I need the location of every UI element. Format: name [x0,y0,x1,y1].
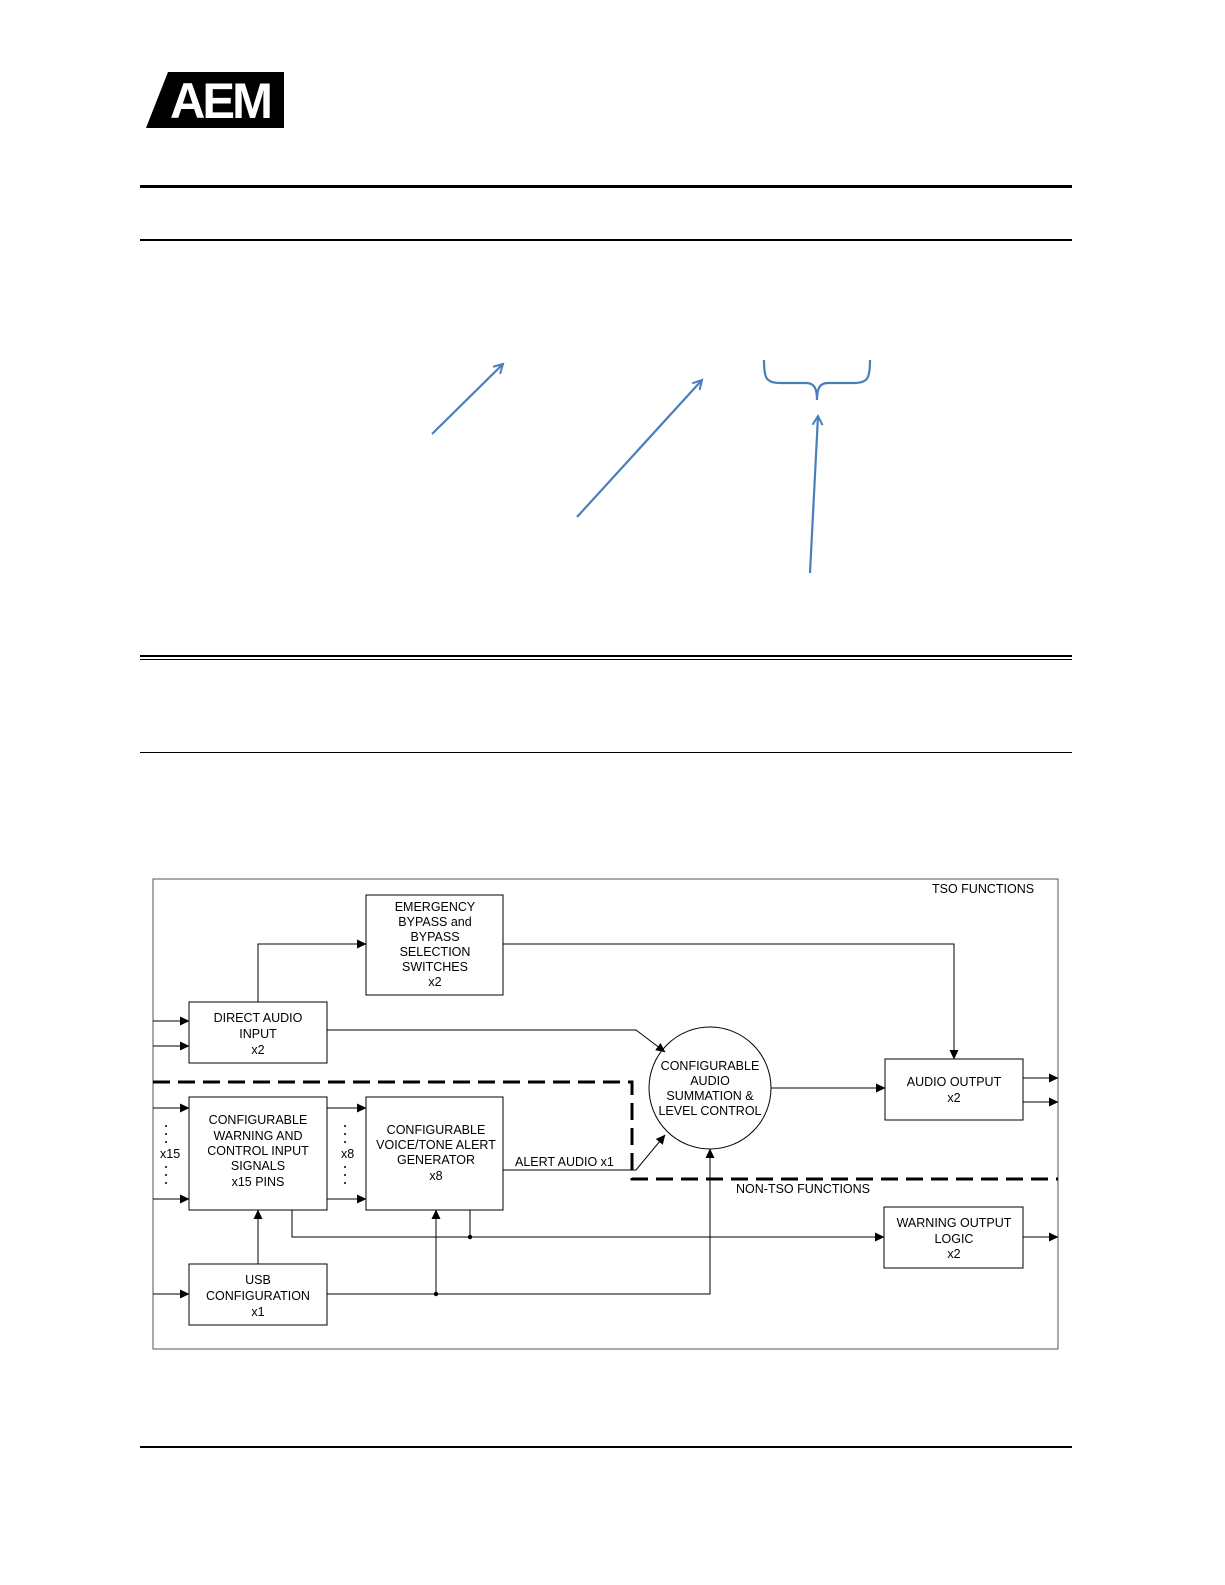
logo-text: AEM [170,73,270,129]
direct-audio-input-block: DIRECT AUDIO INPUT x2 [188,1001,328,1064]
warning-inputs-line-1: CONFIGURABLE [209,1113,308,1127]
voice-tone-alert-block: CONFIGURABLE VOICE/TONE ALERT GENERATOR … [365,1096,504,1211]
summation-line-1: CONFIGURABLE [661,1059,760,1073]
warning-output-logic-block: WARNING OUTPUT LOGIC x2 [883,1206,1024,1269]
voice-tone-line-1: CONFIGURABLE [387,1123,486,1137]
voice-tone-line-4: x8 [429,1169,442,1183]
warning-inputs-line-4: SIGNALS [231,1159,285,1173]
warning-inputs-line-2: WARNING AND [213,1129,302,1143]
emergency-bypass-line-6: x2 [428,975,441,989]
connector-lines [153,939,1059,1299]
usb-configuration-block: USB CONFIGURATION x1 [188,1263,328,1326]
aem-logo: AEM [146,72,284,129]
warning-output-line-1: WARNING OUTPUT [897,1216,1012,1230]
audio-output-line-1: AUDIO OUTPUT [907,1075,1002,1089]
footer-rule [140,1446,1072,1448]
direct-audio-line-3: x2 [251,1043,264,1057]
voice-tone-line-3: GENERATOR [397,1153,475,1167]
usb-config-line-2: CONFIGURATION [206,1289,310,1303]
direct-audio-line-2: INPUT [239,1027,277,1041]
warning-inputs-line-3: CONTROL INPUT [207,1144,309,1158]
audio-output-line-2: x2 [947,1091,960,1105]
tso-boundary [153,1080,1058,1181]
usb-config-line-3: x1 [251,1305,264,1319]
non-tso-functions-label: NON-TSO FUNCTIONS [736,1182,870,1196]
diagram-frame [152,878,1059,1350]
usb-config-line-1: USB [245,1273,271,1287]
warning-output-line-3: x2 [947,1247,960,1261]
emergency-bypass-line-3: BYPASS [410,930,459,944]
header-rule-top [140,185,1072,188]
direct-audio-line-1: DIRECT AUDIO [214,1011,303,1025]
section-rule-double-a [140,655,1072,657]
alerts-count-label: x8 [341,1147,354,1161]
summation-line-4: LEVEL CONTROL [658,1104,761,1118]
section-rule-lower [140,752,1072,753]
alert-audio-label: ALERT AUDIO x1 [515,1155,614,1169]
emergency-bypass-block: EMERGENCY BYPASS and BYPASS SELECTION SW… [365,894,504,996]
warning-control-inputs-block: CONFIGURABLE WARNING AND CONTROL INPUT S… [188,1096,328,1211]
emergency-bypass-line-5: SWITCHES [402,960,468,974]
emergency-bypass-line-1: EMERGENCY [395,900,476,914]
inputs-count-label: x15 [160,1147,180,1161]
warning-inputs-line-5: x15 PINS [232,1175,285,1189]
emergency-bypass-line-2: BYPASS and [398,915,471,929]
junction-dot-2 [467,1234,473,1240]
voice-tone-line-2: VOICE/TONE ALERT [376,1138,496,1152]
input-ellipsis-dots [165,1125,346,1184]
tso-functions-label: TSO FUNCTIONS [932,882,1034,896]
summation-line-2: AUDIO [690,1074,730,1088]
audio-output-block: AUDIO OUTPUT x2 [884,1058,1024,1121]
summation-line-3: SUMMATION & [666,1089,754,1103]
audio-summation-block: CONFIGURABLE AUDIO SUMMATION & LEVEL CON… [648,1026,772,1150]
emergency-bypass-line-4: SELECTION [400,945,471,959]
warning-output-line-2: LOGIC [935,1232,974,1246]
junction-dot-1 [433,1291,439,1297]
header-rule-bottom [140,239,1072,241]
section-rule-double-b [140,659,1072,660]
